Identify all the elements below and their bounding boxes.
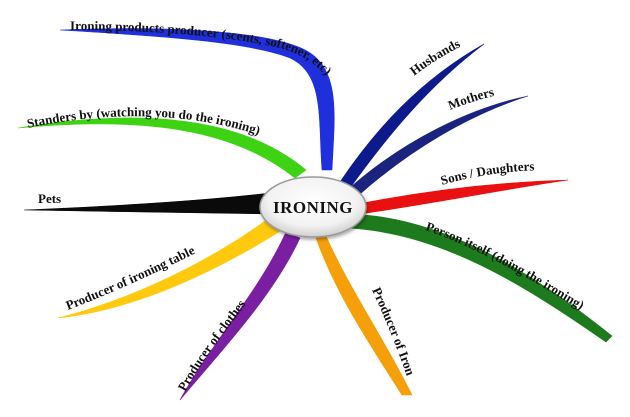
branch-ribbon-husbands <box>339 43 485 189</box>
branch-ribbon-pets <box>23 192 273 215</box>
branch-ribbon-mothers <box>351 95 529 195</box>
branch-label-clothes[interactable]: Producer of clothes <box>174 297 248 394</box>
branch-label-person[interactable]: Person itself (doing the ironing) <box>424 219 587 313</box>
center-node[interactable]: IRONING <box>259 176 367 238</box>
branch-ribbons <box>17 28 613 401</box>
branch-ribbon-standers <box>17 117 307 179</box>
branch-ribbon-products <box>59 28 335 171</box>
center-node-label: IRONING <box>273 198 353 217</box>
branch-label-products[interactable]: Ironing products producer (scents, softe… <box>70 18 335 78</box>
branch-label-husbands[interactable]: Husbands <box>407 36 462 79</box>
branch-ribbon-person <box>345 213 613 343</box>
branch-ribbon-iron <box>315 235 413 396</box>
branch-ribbon-sons <box>357 179 569 215</box>
branch-label-pets[interactable]: Pets <box>38 191 61 206</box>
